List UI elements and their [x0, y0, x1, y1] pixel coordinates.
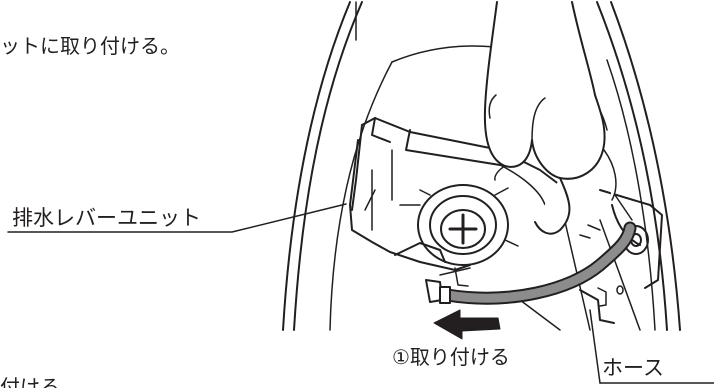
- tank-shell: [282, 1, 681, 331]
- hose: [439, 221, 637, 305]
- step-label: ①取り付ける: [392, 345, 510, 369]
- instruction-text-top: ットに取り付ける。: [0, 34, 180, 58]
- unit-label: 排水レバーユニット: [12, 206, 201, 230]
- instruction-text-bottom: 付ける: [0, 375, 60, 388]
- hose-clip: [579, 189, 663, 324]
- leader-lines: [7, 203, 714, 384]
- hose-label: ホース: [602, 356, 664, 380]
- hand: [483, 1, 617, 235]
- drain-lever-unit: [349, 117, 567, 303]
- left-arrow-icon: [433, 309, 501, 340]
- round-cap: [417, 164, 546, 266]
